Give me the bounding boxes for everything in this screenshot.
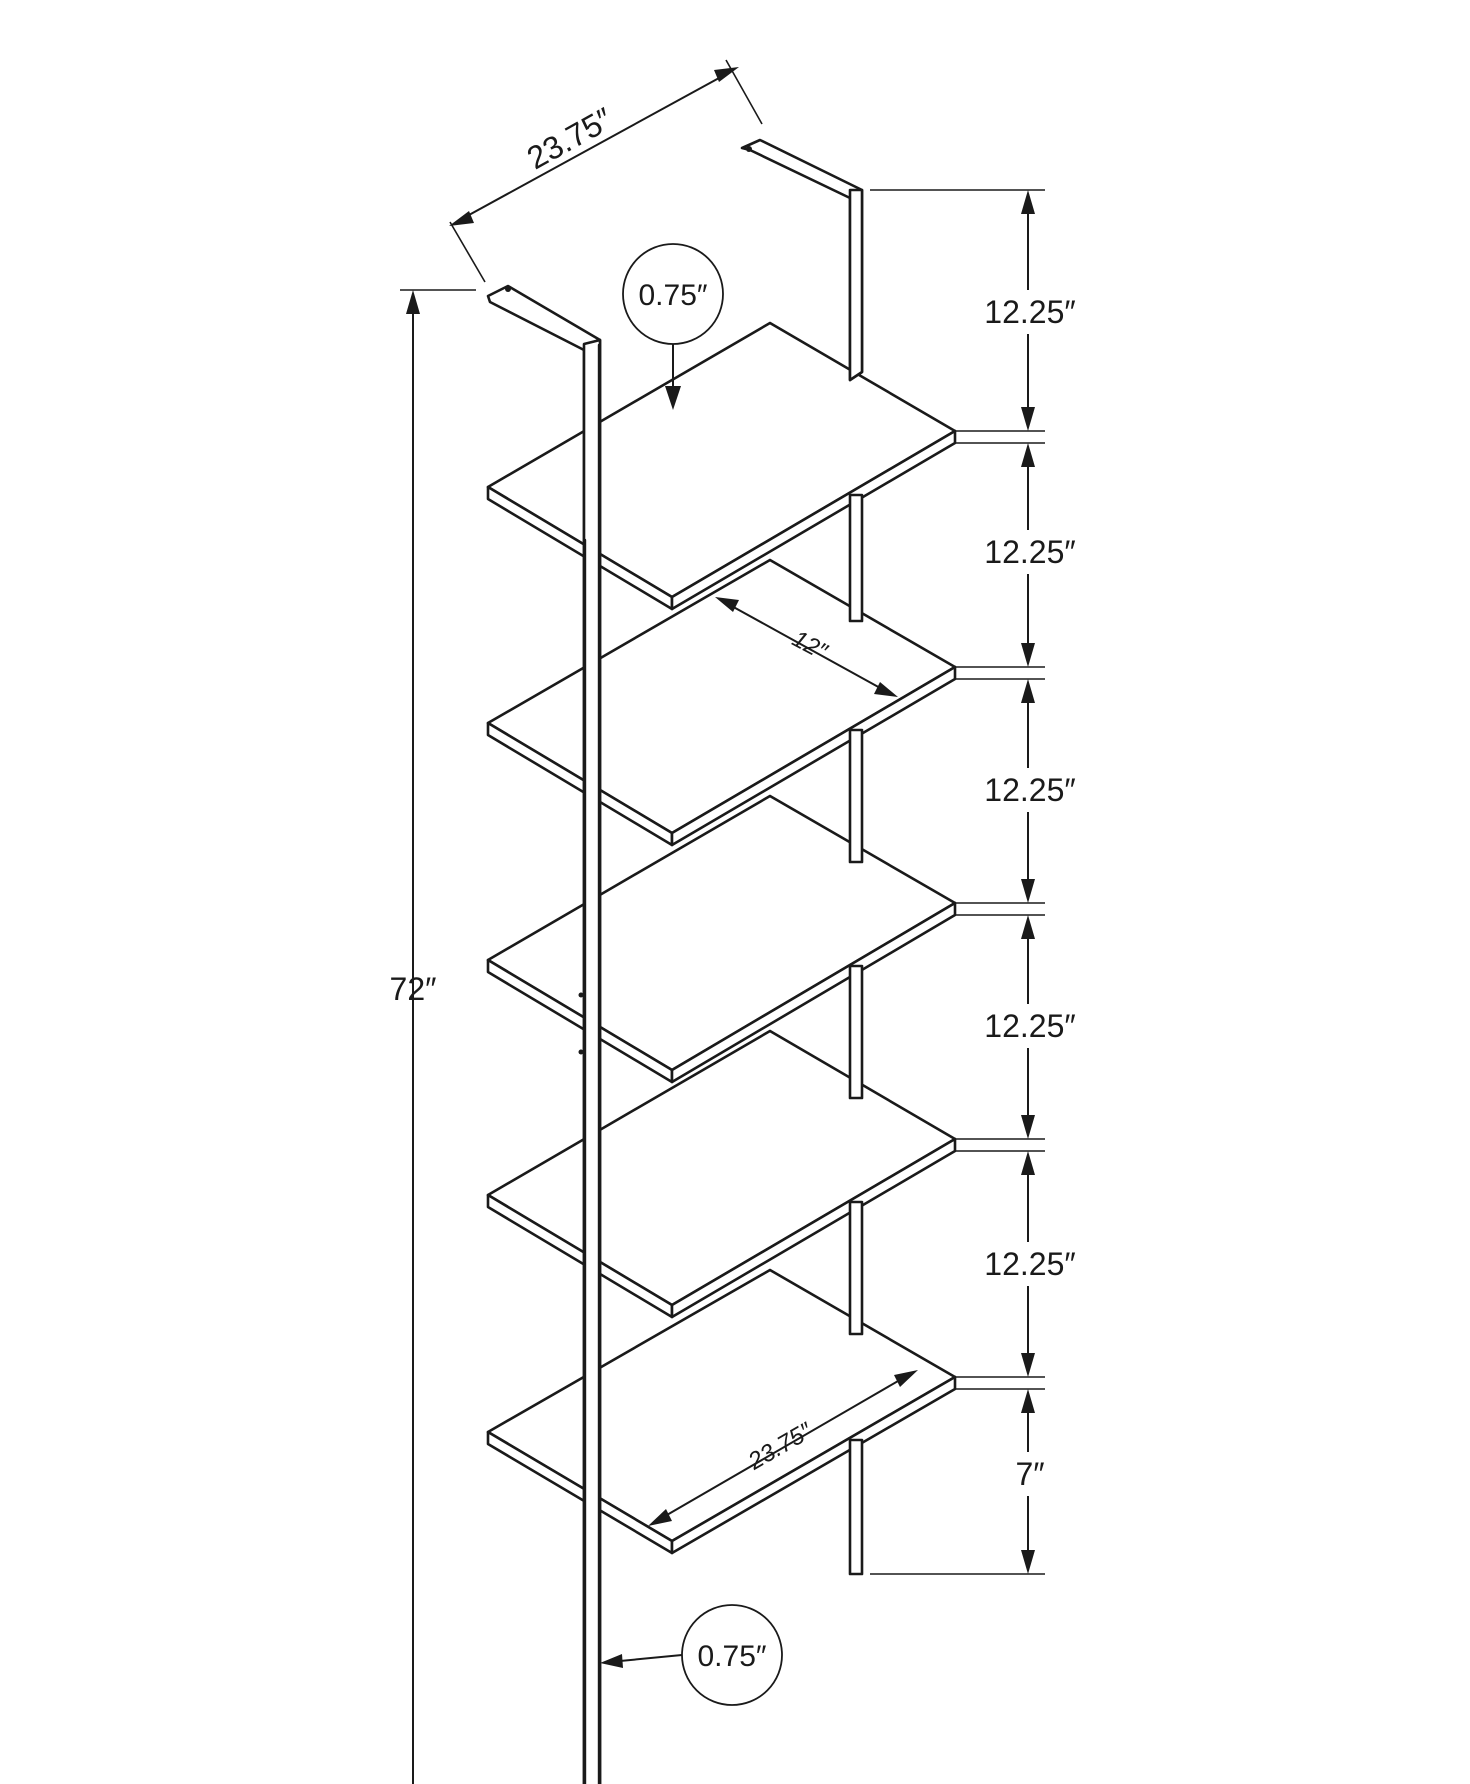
rear-right-post (740, 138, 864, 1576)
screw-icon (578, 1049, 584, 1055)
shelf-spacing-3: 12.25″ (984, 772, 1075, 808)
shelf-3 (486, 794, 957, 1084)
overall-width-dimension: 23.75″ (449, 59, 763, 283)
shelf-4 (486, 1029, 957, 1319)
bottom-clearance-label: 7″ (1015, 1456, 1044, 1492)
shelves (486, 321, 957, 1555)
shelf-spacing-dimensions: 12.25″ 12.25″ 12.25″ 12.25″ 12.25″ 7″ (870, 189, 1076, 1575)
mounting-hole-icon (505, 286, 511, 292)
shelf-1 (486, 321, 957, 611)
overall-width-label: 23.75″ (521, 100, 618, 176)
shelf-thickness-label: 0.75″ (638, 279, 707, 312)
post-thickness-label: 0.75″ (697, 1640, 766, 1673)
shelf-2 (486, 558, 957, 847)
mounting-hole-icon (746, 146, 752, 152)
shelf-spacing-1: 12.25″ (984, 294, 1075, 330)
shelf-thickness-callout: 0.75″ (622, 243, 724, 410)
shelf-spacing-5: 12.25″ (984, 1246, 1075, 1282)
shelf-5 (486, 1268, 957, 1555)
overall-height-dimension: 72″ (390, 289, 476, 1784)
shelf-spacing-4: 12.25″ (984, 1008, 1075, 1044)
post-thickness-callout: 0.75″ (600, 1604, 783, 1706)
screw-icon (578, 992, 584, 998)
shelf-spacing-2: 12.25″ (984, 534, 1075, 570)
front-post-overlays (583, 343, 601, 1784)
overall-height-label: 72″ (390, 971, 437, 1007)
